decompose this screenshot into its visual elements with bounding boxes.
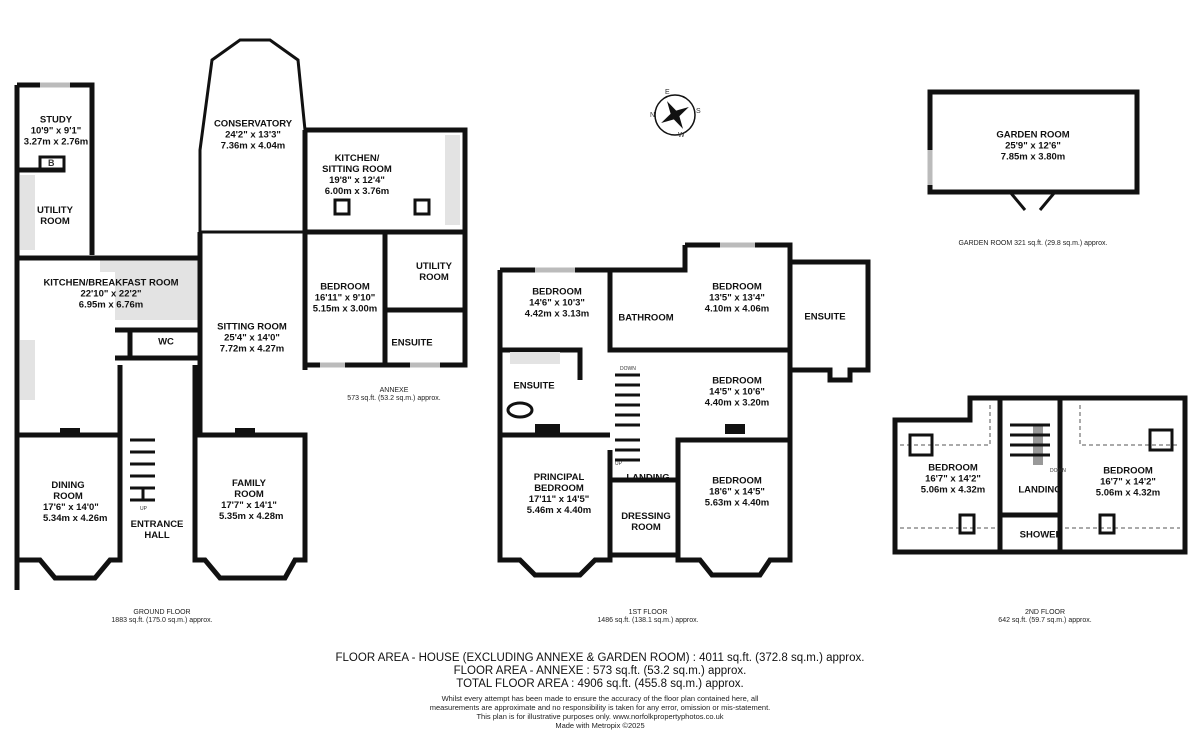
disclaimer: Whilst every attempt has been made to en… [0, 694, 1200, 730]
compass-s: S [696, 108, 701, 115]
stairs-up-label-1f: UP [615, 461, 622, 467]
disclaimer-line: This plan is for illustrative purposes o… [476, 712, 724, 721]
compass-e: E [665, 89, 670, 96]
room-wc: WC [158, 336, 174, 348]
room-2f-shower: SHOWER [1019, 529, 1063, 541]
compass-n: N [650, 112, 656, 119]
compass-icon [654, 94, 696, 136]
garden-room-area-label: GARDEN ROOM 321 sq.ft. (29.8 sq.m.) appr… [958, 240, 1108, 247]
room-entrance-hall: ENTRANCE HALL [130, 519, 184, 541]
house-area: FLOOR AREA - HOUSE (EXCLUDING ANNEXE & G… [335, 652, 865, 664]
annexe-area: FLOOR AREA - ANNEXE : 573 sq.ft. (53.2 s… [453, 665, 747, 677]
room-annexe-utility: UTILITY ROOM [416, 261, 452, 283]
boiler-label: B [48, 158, 55, 168]
disclaimer-line: measurements are approximate and no resp… [429, 703, 771, 712]
total-area: TOTAL FLOOR AREA : 4906 sq.ft. (455.8 sq… [456, 678, 744, 690]
stairs-down-label: DOWN [620, 366, 636, 372]
garden-room-walls [927, 89, 1140, 211]
room-1f-bathroom: BATHROOM [618, 312, 674, 324]
room-2f-landing: LANDING [1018, 484, 1062, 496]
room-annexe-ensuite: ENSUITE [391, 337, 433, 349]
room-1f-ensuite-principal: ENSUITE [513, 380, 555, 392]
second-floor-walls [892, 395, 1188, 555]
floor-area-summary: FLOOR AREA - HOUSE (EXCLUDING ANNEXE & G… [0, 652, 1200, 691]
metropix-credit: Made with Metropix ©2025 [555, 721, 645, 730]
stairs-up-label: UP [140, 506, 147, 512]
disclaimer-line: Whilst every attempt has been made to en… [441, 694, 759, 703]
room-1f-dressing: DRESSING ROOM [621, 511, 671, 533]
compass-w: W [678, 132, 685, 139]
room-1f-landing: LANDING [626, 472, 670, 484]
first-floor-walls [497, 242, 871, 578]
stairs-down-label-2f: DOWN [1050, 468, 1066, 474]
room-utility: UTILITY ROOM [37, 205, 73, 227]
ground-floor-walls [14, 38, 468, 590]
room-1f-ensuite-2: ENSUITE [804, 311, 846, 323]
